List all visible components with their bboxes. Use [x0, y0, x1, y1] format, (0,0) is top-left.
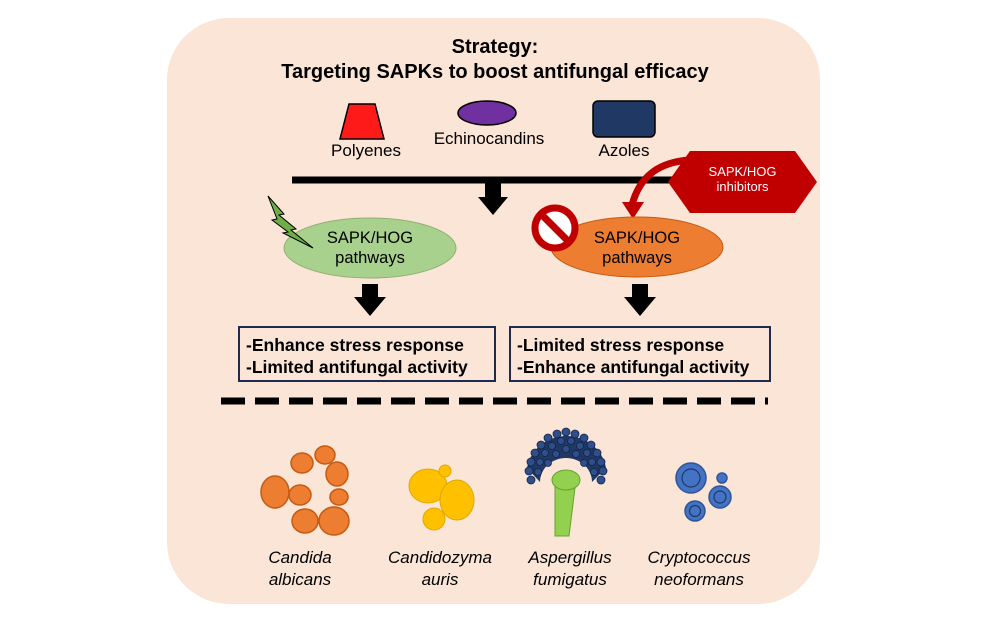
prohibition-slash-icon [538, 211, 572, 245]
outcome-right-line1: -Limited stress response [517, 335, 725, 355]
species-epithet: neoformans [654, 570, 744, 589]
inhibitor-label-line2: inhibitors [716, 179, 769, 194]
species-label-aspergillus: Aspergillus fumigatus [515, 547, 625, 591]
aspergillus-fumigatus-icon [524, 427, 608, 537]
species-genus: Candidozyma [388, 548, 492, 567]
species-label-candidozyma: Candidozyma auris [375, 547, 505, 591]
outcome-left-line1: -Enhance stress response [246, 335, 464, 355]
title-line1: Strategy: [451, 36, 539, 58]
candidozyma-auris-icon [408, 464, 475, 531]
inhibitor-label: SAPK/HOG inhibitors [690, 164, 795, 194]
species-label-cryptococcus: Cryptococcus neoformans [634, 547, 764, 591]
outcome-box-right: -Limited stress response -Enhance antifu… [509, 326, 771, 382]
species-epithet: fumigatus [533, 570, 607, 589]
lightning-bolt-icon [267, 195, 314, 249]
down-arrow-icon-center [478, 183, 508, 215]
pathway-label-right: SAPK/HOG pathways [577, 228, 697, 268]
pathway-right-line2: pathways [602, 249, 672, 267]
pathway-ellipse-left [283, 217, 457, 279]
outcome-right-line2: -Enhance antifungal activity [517, 357, 750, 377]
outcome-box-left: -Enhance stress response -Limited antifu… [238, 326, 496, 382]
pathway-left-line1: SAPK/HOG [326, 229, 414, 247]
inhibitor-hexagon-icon [668, 151, 817, 213]
down-arrow-icon-right [624, 284, 656, 316]
inhibition-arrowhead-icon [622, 202, 644, 219]
pathway-right-line1: SAPK/HOG [593, 229, 681, 247]
species-genus: Cryptococcus [647, 548, 751, 567]
species-genus: Aspergillus [528, 548, 612, 567]
inhibition-curved-arrow-icon [628, 156, 691, 206]
outcome-left-line2: -Limited antifungal activity [246, 357, 468, 377]
drug-label-azoles: Azoles [598, 141, 650, 160]
candida-albicans-icon [260, 445, 350, 536]
title-line2: Targeting SAPKs to boost antifungal effi… [281, 61, 709, 83]
species-epithet: albicans [268, 570, 332, 589]
azole-rectangle-icon [592, 100, 656, 138]
species-label-candida: Candida albicans [250, 547, 350, 591]
down-arrow-icon-left [354, 284, 386, 316]
polyene-trapezoid-icon [339, 103, 385, 140]
inhibitor-label-line1: SAPK/HOG [708, 164, 777, 179]
drug-label-echinocandins: Echinocandins [433, 129, 545, 148]
conidia-icon [524, 427, 608, 485]
echinocandin-ellipse-icon [457, 100, 517, 126]
species-genus: Candida [268, 548, 332, 567]
drug-label-polyenes: Polyenes [331, 141, 401, 160]
species-epithet: auris [421, 570, 459, 589]
pathway-label-left: SAPK/HOG pathways [300, 228, 440, 268]
cryptococcus-neoformans-icon [675, 462, 732, 522]
pathway-left-line2: pathways [335, 249, 405, 267]
